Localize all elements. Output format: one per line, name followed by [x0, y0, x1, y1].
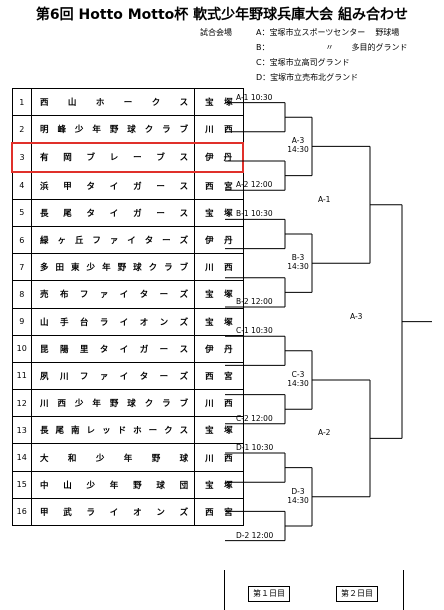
- team-city: 西宮: [205, 181, 233, 192]
- venue-d: D：宝塚市立売布北グランド: [256, 72, 358, 83]
- venue-d-text: D：宝塚市立売布北グランド: [256, 73, 359, 82]
- team-name-cell: 大和少年野球: [30, 443, 196, 472]
- match-time: 14:30: [287, 145, 309, 155]
- match-label: B-1 10:30: [236, 209, 273, 219]
- match-label: C-2 12:00: [236, 413, 273, 423]
- venue-b-text: B：: [256, 43, 270, 52]
- team-name-cell: 西山ホークス: [30, 87, 196, 117]
- team-city: 川西: [205, 453, 233, 464]
- team-city-cell: 宝塚: [194, 198, 244, 227]
- team-city: 宝塚: [205, 426, 233, 437]
- final-label: A-3: [350, 311, 363, 321]
- match-code: B-3: [291, 253, 305, 263]
- team-city: 宝塚: [205, 290, 233, 301]
- team-name: 明峰少年野球クラブ: [40, 125, 189, 136]
- match-time: 14:30: [287, 495, 309, 505]
- team-name-cell: 多田東少年野球クラブ: [30, 253, 196, 282]
- team-name: 川西少年野球クラブ: [40, 399, 189, 410]
- team-name-cell: 売布ファイターズ: [30, 280, 196, 309]
- team-city: 宝塚: [205, 208, 233, 219]
- team-city: 伊丹: [205, 236, 233, 247]
- page-title: 第6回 Hotto Motto杯 軟式少年野球兵庫大会 組み合わせ: [35, 7, 409, 23]
- team-name: 緑ヶ丘ファイターズ: [40, 236, 189, 247]
- team-city: 宝塚: [205, 480, 233, 491]
- team-city-cell: 宝塚: [194, 470, 244, 499]
- team-name: 夙川ファイターズ: [40, 371, 189, 382]
- team-city-cell: 伊丹: [194, 225, 244, 255]
- team-name: 長尾南レッドホークス: [40, 426, 189, 437]
- team-name-cell: 山手台ライオンズ: [30, 307, 196, 336]
- team-name-cell: 長尾タイガース: [30, 198, 196, 227]
- venue-b-extra: 〃: [325, 43, 334, 52]
- semifinal-label: A-1: [318, 194, 331, 204]
- match-code: A-3: [291, 136, 305, 146]
- match-label: D-2 12:00: [236, 530, 274, 540]
- team-city: 川西: [205, 263, 233, 274]
- team-name-cell: 甲武ライオンズ: [30, 497, 196, 527]
- venue-a: A：宝塚市立スポーツセンター野球場: [256, 27, 399, 38]
- venue-c: C：宝塚市立高司グランド: [256, 57, 350, 68]
- match-code: C-3: [291, 370, 305, 379]
- divider-line: [403, 570, 404, 610]
- team-city-cell: 宝塚: [194, 416, 244, 445]
- team-city-cell: 西宮: [194, 497, 244, 527]
- team-city: 川西: [205, 399, 233, 410]
- team-name: 昆陽里タイガース: [40, 344, 189, 355]
- venue-c-text: C：宝塚市立高司グランド: [256, 58, 350, 67]
- divider-line: [224, 570, 225, 610]
- team-number: 3: [11, 142, 32, 173]
- team-name-cell: 川西少年野球クラブ: [30, 389, 196, 418]
- team-city: 西宮: [205, 371, 233, 382]
- team-name: 西山ホークス: [40, 98, 189, 109]
- team-name: 有岡ブレーブス: [40, 153, 189, 164]
- team-name: 浜甲タイガース: [40, 181, 189, 192]
- team-row: 3 有岡ブレーブス 伊丹: [11, 142, 245, 173]
- match-label: B-2 12:00: [236, 297, 273, 306]
- team-name: 中山少年野球団: [40, 480, 189, 491]
- team-city: 西宮: [205, 507, 233, 518]
- venue-b-extra2: 多目的グランド: [351, 43, 408, 52]
- team-name: 甲武ライオンズ: [40, 507, 189, 518]
- match-label: A-1 10:30: [236, 92, 273, 102]
- match-code: D-3: [291, 486, 305, 496]
- semifinal-label: A-2: [318, 428, 331, 438]
- match-time: 14:30: [287, 379, 309, 388]
- team-name: 長尾タイガース: [40, 208, 189, 219]
- match-label: A-2 12:00: [236, 180, 273, 190]
- team-city: 伊丹: [205, 153, 233, 164]
- venue-b: B： 〃 多目的グランド: [256, 42, 408, 53]
- match-label: C-1 10:30: [236, 326, 273, 336]
- team-city: 宝塚: [205, 317, 233, 328]
- team-city: 伊丹: [205, 344, 233, 355]
- venue-a-text: A：宝塚市立スポーツセンター: [256, 28, 366, 37]
- venue-heading: 試合会場: [200, 28, 232, 37]
- day1-label: 第１日目: [248, 586, 290, 602]
- match-time: 14:30: [287, 262, 309, 272]
- venue-a-extra: 野球場: [375, 28, 400, 37]
- team-name: 大和少年野球: [40, 453, 189, 464]
- team-name-cell: 有岡ブレーブス: [30, 142, 196, 173]
- match-label: D-1 10:30: [236, 443, 274, 452]
- team-city-cell: 川西: [194, 253, 244, 282]
- team-city-cell: 伊丹: [194, 142, 245, 173]
- team-name: 多田東少年野球クラブ: [40, 263, 189, 274]
- team-city: 川西: [205, 125, 233, 136]
- team-name: 山手台ライオンズ: [40, 317, 189, 328]
- team-name: 売布ファイターズ: [40, 290, 189, 301]
- day2-label: 第２日目: [336, 586, 378, 602]
